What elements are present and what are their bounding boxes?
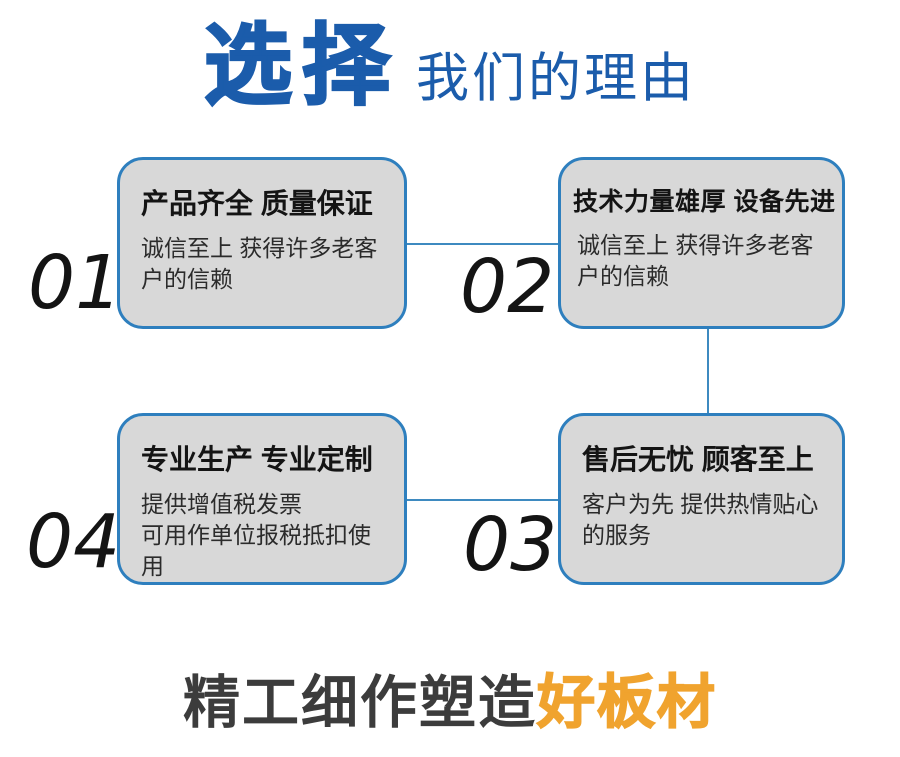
footer-slogan-dark: 精工细作塑造: [182, 671, 537, 735]
reason-box-01: 产品齐全 质量保证 诚信至上 获得许多老客户的信赖: [117, 157, 407, 329]
reason-box-03-title: 售后无忧 顾客至上: [582, 444, 814, 475]
reason-box-01-desc: 诚信至上 获得许多老客户的信赖: [141, 235, 378, 292]
footer-slogan-orange: 好板材: [536, 669, 717, 735]
number-label-04: 04: [26, 499, 121, 585]
page-title: 选择 我们的理由: [0, 16, 900, 115]
reason-box-03-desc: 客户为先 提供热情贴心的服务: [582, 491, 819, 548]
number-label-03: 03: [463, 502, 558, 588]
number-label-02: 02: [460, 244, 555, 330]
reason-box-01-title: 产品齐全 质量保证: [141, 188, 373, 219]
connector-line-vertical: [707, 328, 709, 414]
reason-box-02-title: 技术力量雄厚 设备先进: [573, 188, 836, 216]
page-title-strong: 选择: [203, 16, 400, 115]
reason-box-03: 售后无忧 顾客至上 客户为先 提供热情贴心的服务: [558, 413, 845, 585]
reason-box-02: 技术力量雄厚 设备先进 诚信至上 获得许多老客户的信赖: [558, 157, 845, 329]
page-title-rest: 我们的理由: [416, 49, 696, 108]
connector-line-bottom: [406, 499, 560, 501]
footer-slogan: 精工细作塑造 好板材: [0, 668, 900, 738]
reason-box-04-title: 专业生产 专业定制: [141, 444, 373, 475]
reason-box-04-desc: 提供增值税发票 可用作单位报税抵扣使用: [141, 491, 371, 579]
connector-line-top: [406, 243, 560, 245]
reason-box-02-desc: 诚信至上 获得许多老客户的信赖: [577, 231, 814, 289]
reason-box-04: 专业生产 专业定制 提供增值税发票 可用作单位报税抵扣使用: [117, 413, 407, 585]
number-label-01: 01: [28, 240, 123, 326]
